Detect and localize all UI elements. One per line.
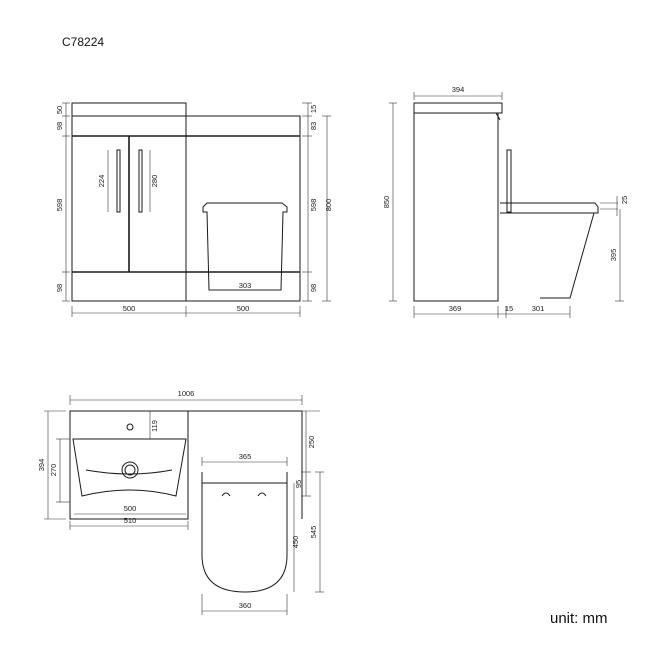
plan-basin-width-dim: 500 <box>124 504 137 513</box>
plan-cabinet-top <box>188 410 303 519</box>
bottom-dim-right: 500 <box>237 304 250 313</box>
side-worktop <box>413 102 503 114</box>
bottom-dim-left: 500 <box>123 304 136 313</box>
right-dim-plinth: 98 <box>309 284 318 292</box>
plan-pan-length-dim: 450 <box>291 536 300 549</box>
basin-top <box>71 102 187 117</box>
plan-right-dim-overall: 545 <box>309 526 318 539</box>
side-top-width-dim: 394 <box>452 85 465 94</box>
plan-pan-seat-width-dim: 360 <box>239 601 252 610</box>
left-dim-plinth: 98 <box>55 284 64 292</box>
side-seat-dim: 25 <box>620 196 629 204</box>
toilet-unit <box>185 115 301 302</box>
plan-basin-bowl <box>72 438 187 497</box>
left-dim-door: 598 <box>55 199 64 212</box>
plan-bowl-depth-dim: 270 <box>49 464 58 477</box>
handle-long-dim: 280 <box>150 175 159 188</box>
front-view: 224 280 303 50 98 598 98 15 83 598 98 <box>55 102 333 317</box>
side-bottom-dim-gap: 15 <box>505 304 513 313</box>
door-handle-left <box>116 149 121 213</box>
toilet-pan <box>202 202 288 291</box>
plan-right-dim-top: 250 <box>307 436 316 449</box>
right-dim-top: 15 <box>309 105 318 113</box>
side-bottom-dim-pan: 301 <box>532 304 545 313</box>
plan-basin-depth-dim: 394 <box>37 459 46 472</box>
left-dim-top: 50 <box>55 106 64 114</box>
plan-view: 1006 119 394 270 500 510 <box>37 389 324 615</box>
hinge-right-icon <box>257 492 267 497</box>
plan-tap-offset-dim: 119 <box>150 420 159 432</box>
plan-toilet-pan <box>201 483 288 593</box>
plan-cabinet-width-dim: 510 <box>124 516 137 525</box>
door-handle-right <box>138 149 143 213</box>
overall-height-dim: 800 <box>324 199 333 212</box>
right-dim-door: 598 <box>309 199 318 212</box>
side-view: 394 850 25 395 369 15 301 <box>382 85 629 318</box>
plan-pan-width-dim: 365 <box>239 452 252 461</box>
basin-waste-icon <box>121 461 139 479</box>
plan-cistern-edge <box>201 472 288 484</box>
product-code: C78224 <box>62 35 104 49</box>
toilet-base-dim: 303 <box>239 281 252 290</box>
side-toilet-pan <box>500 202 599 299</box>
side-pan-height-dim: 395 <box>609 249 618 262</box>
unit-label: unit: mm <box>550 610 608 627</box>
plan-overall-width-dim: 1006 <box>178 389 195 398</box>
side-overall-height-dim: 850 <box>382 196 391 209</box>
plan-basin <box>69 410 189 520</box>
side-bottom-dim-unit: 369 <box>449 304 462 313</box>
side-unit <box>413 113 499 302</box>
handle-short-dim: 224 <box>97 175 106 188</box>
hinge-left-icon <box>221 492 231 497</box>
right-dim-upper: 83 <box>309 122 318 130</box>
plan-right-dim-mid: 95 <box>294 480 303 488</box>
tap-hole-icon <box>126 423 134 431</box>
left-dim-upper: 98 <box>55 122 64 130</box>
side-handle <box>506 149 512 213</box>
